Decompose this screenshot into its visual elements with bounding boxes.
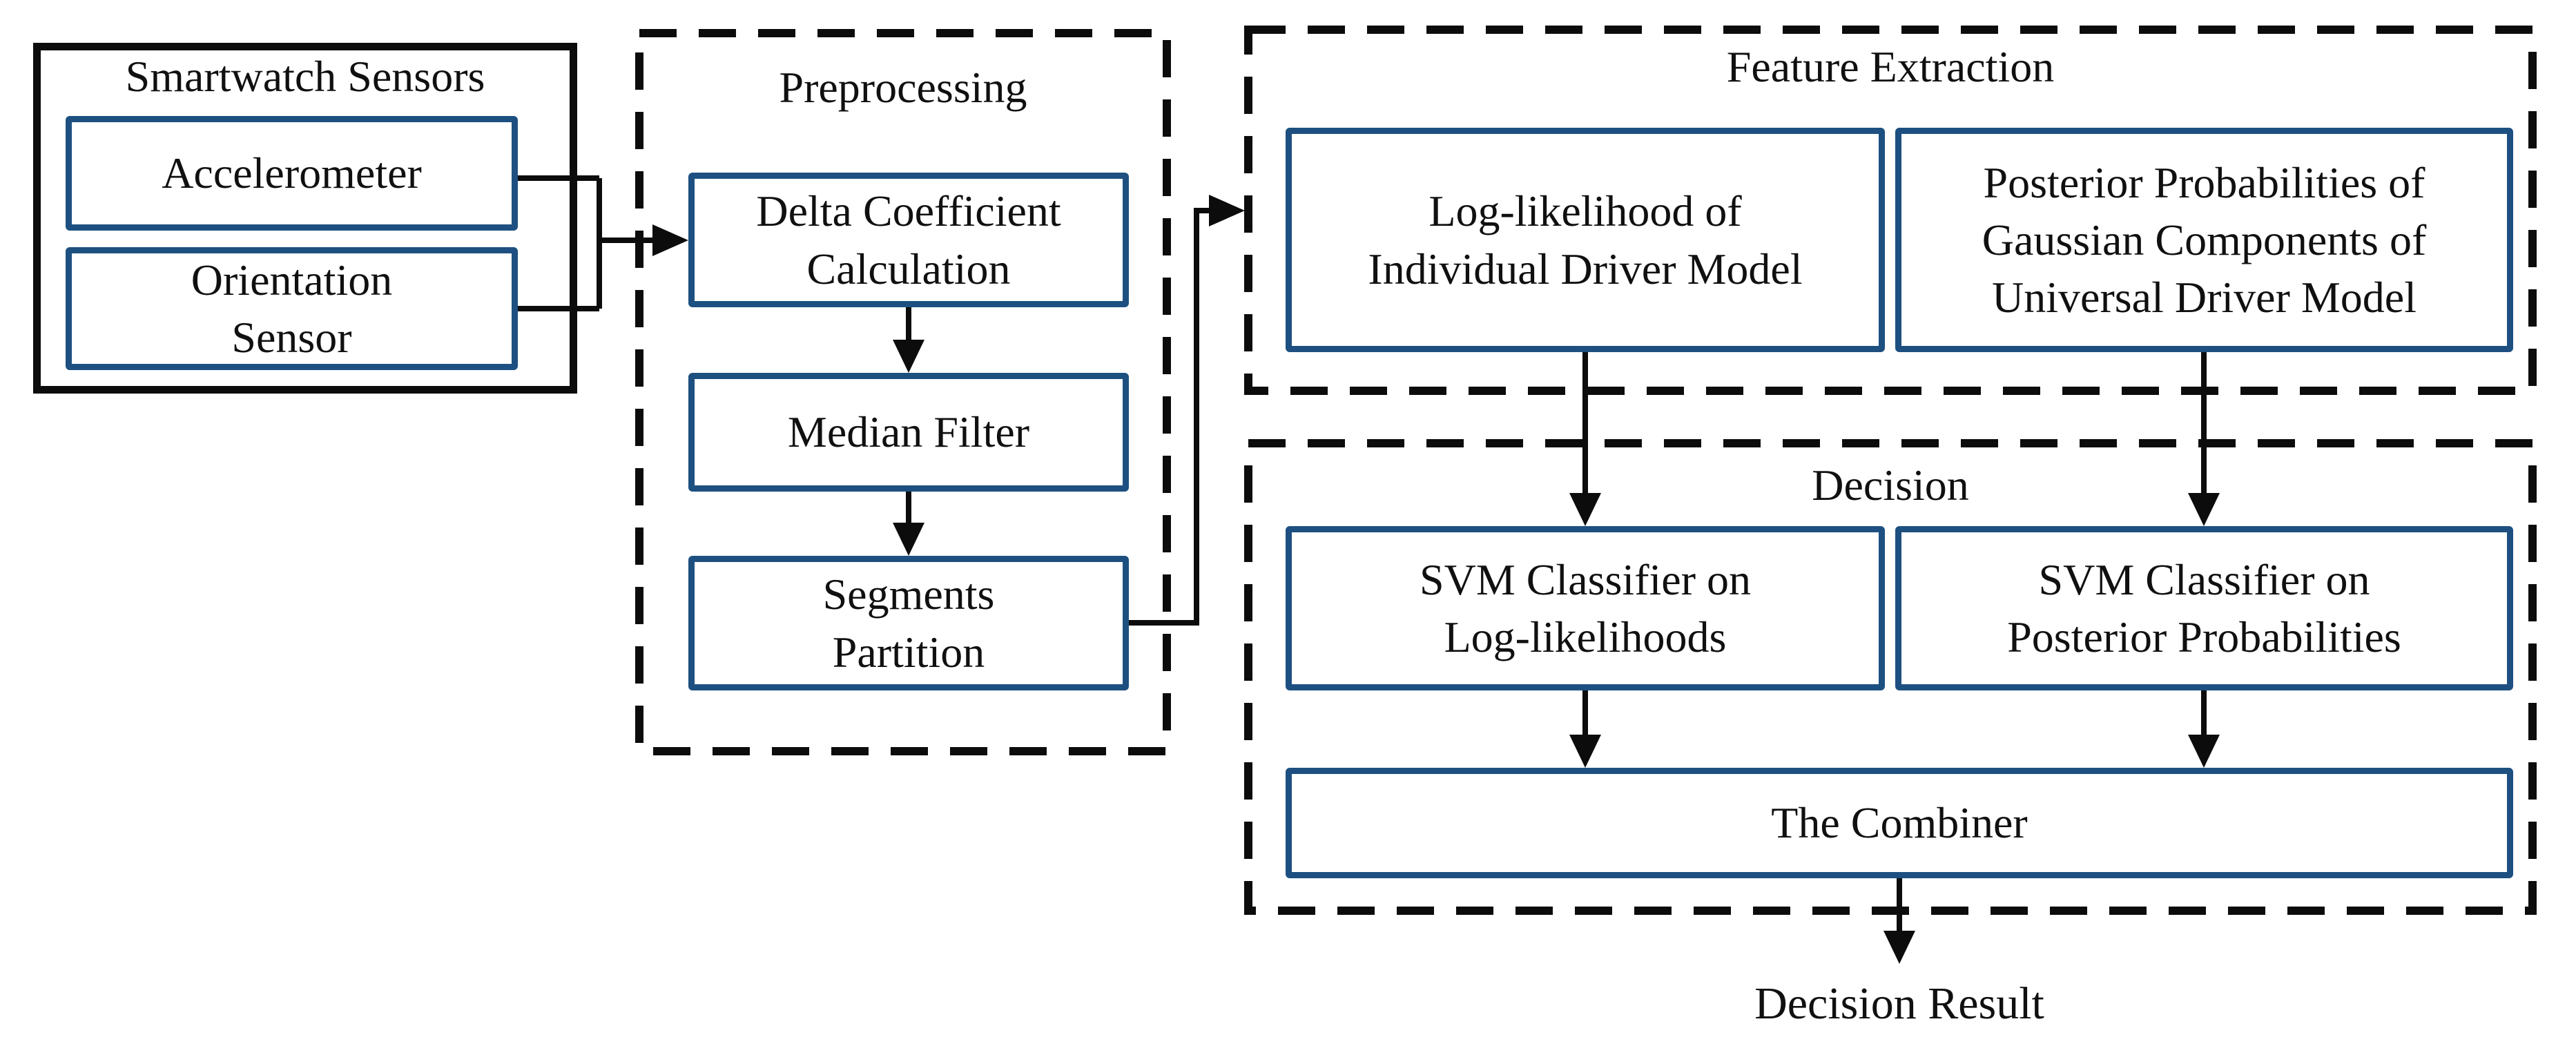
group-smartwatch-sensors [33,43,577,394]
node-median-filter: Median Filter [688,373,1129,492]
arrow-delta-to-median [893,307,924,373]
arrow-loglikelihood-to-svm-left [1569,351,1601,526]
arrow-sensors-to-preprocessing [518,175,688,311]
decision-result-label: Decision Result [1754,978,2044,1029]
arrow-median-to-segments [893,492,924,556]
decision-group-frame [1244,439,2537,915]
feature-extraction-group-frame [1244,26,2537,395]
group-title-decision: Decision [1812,461,1969,510]
group-title-feature-extraction: Feature Extraction [1726,42,2055,91]
arrow-combiner-to-result [1883,878,1915,964]
arrow-segments-to-feature-extraction [1129,195,1245,626]
arrow-posterior-to-svm-right [2188,351,2220,526]
arrow-svm-right-to-combiner [2188,690,2220,768]
node-the-combiner: The Combiner [1286,768,2513,878]
arrow-svm-left-to-combiner [1569,690,1601,768]
node-accelerometer: Accelerometer [66,116,518,231]
preprocessing-group-frame [635,29,1171,755]
group-title-smartwatch-sensors: Smartwatch Sensors [125,52,485,101]
group-title-preprocessing: Preprocessing [779,63,1027,112]
